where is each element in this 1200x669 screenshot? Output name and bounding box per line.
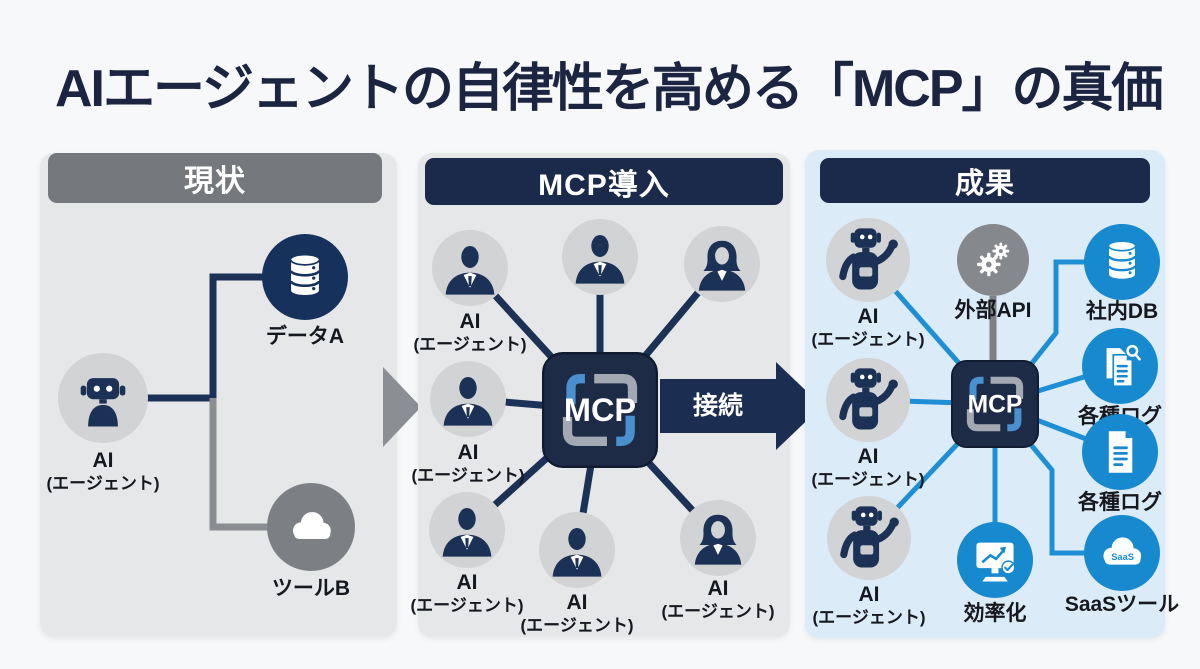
panel-header-results: 成果 xyxy=(820,158,1150,203)
agent-label: AI (エージェント) xyxy=(385,310,555,355)
person-man-icon xyxy=(438,501,496,559)
robot-wave-icon xyxy=(833,502,905,574)
agent-label: AI (エージェント) xyxy=(783,305,953,350)
current-connection-lines xyxy=(144,273,272,531)
agent-person-node xyxy=(432,230,508,306)
robot-wave-icon xyxy=(832,364,904,436)
connect-arrow-icon xyxy=(660,362,822,450)
database-icon xyxy=(276,248,334,306)
internal-db-label: 社内DB xyxy=(1085,300,1159,323)
agent-label-line1: AI xyxy=(456,571,478,594)
agent-label-line2: (エージェント) xyxy=(661,601,775,621)
logs-node xyxy=(1082,414,1158,490)
agent-label: AI (エージェント) xyxy=(784,583,954,628)
external-api-label: 外部API xyxy=(954,299,1032,322)
agent-label-line1: AI xyxy=(566,591,588,614)
agent-label: AI (エージェント) xyxy=(633,577,803,622)
agent-label: AI (エージェント) xyxy=(382,571,552,616)
agent-label-line2: (エージェント) xyxy=(410,595,524,615)
ai-agent-label-line1: AI xyxy=(92,449,114,472)
agent-person-node xyxy=(539,512,615,588)
logs-node xyxy=(1082,328,1158,404)
panel-header-results-label: 成果 xyxy=(954,167,1015,200)
gears-icon xyxy=(965,232,1021,288)
person-man-icon xyxy=(441,239,499,297)
panel-header-current-label: 現状 xyxy=(184,165,246,198)
ai-agent-node xyxy=(826,218,910,302)
saas-cloud-icon xyxy=(1093,524,1151,582)
arrow-right-icon xyxy=(383,367,421,447)
agent-person-node xyxy=(680,500,756,576)
agent-label-line1: AI xyxy=(457,441,479,464)
efficiency-node xyxy=(957,522,1033,598)
saas-tools-label: SaaSツール xyxy=(1064,593,1180,616)
panel-results: 成果 AI (エージェント) AI (エージェント) AI (エージェント) 外… xyxy=(805,150,1179,638)
agent-label-line1: AI xyxy=(857,305,879,328)
person-man-icon xyxy=(571,228,629,286)
tool-b-label: ツールB xyxy=(271,577,351,600)
panel-header-current: 現状 xyxy=(48,153,382,203)
internal-db-node xyxy=(1084,224,1160,300)
agent-person-node xyxy=(562,219,638,295)
person-man-icon xyxy=(548,521,606,579)
cloud-icon xyxy=(281,497,341,557)
agent-label: AI (エージェント) xyxy=(383,441,553,486)
agent-person-node xyxy=(684,226,760,302)
efficiency-label: 効率化 xyxy=(963,602,1027,625)
page-title: AIエージェントの自律性を高める「MCP」の真価 xyxy=(55,60,1164,118)
agent-label: AI (エージェント) xyxy=(492,591,662,636)
agent-person-node xyxy=(429,492,505,568)
ai-agent-node xyxy=(827,496,911,580)
document-search-icon xyxy=(1092,338,1148,394)
tool-b-node xyxy=(267,483,355,571)
person-woman-icon xyxy=(689,509,747,567)
saas-tools-node xyxy=(1084,515,1160,591)
person-man-icon xyxy=(439,370,497,428)
agent-label-line2: (エージェント) xyxy=(811,329,925,349)
connect-arrow: 接続 xyxy=(660,362,822,450)
ai-agent-node xyxy=(58,353,148,443)
agent-label-line1: AI xyxy=(707,577,729,600)
data-a-node xyxy=(262,234,348,320)
panel-header-mcp-intro-label: MCP導入 xyxy=(538,168,670,202)
agent-label-line2: (エージェント) xyxy=(411,465,525,485)
database-icon xyxy=(1095,235,1149,289)
robot-wave-icon xyxy=(832,224,904,296)
panel-header-mcp-intro: MCP導入 xyxy=(425,158,783,205)
agent-person-node xyxy=(430,361,506,437)
mcp-logo xyxy=(542,352,658,468)
panel-current: 現状 AI (エージェント) データA ツールB xyxy=(40,153,397,637)
data-a-label: データA xyxy=(265,325,345,348)
agent-label-line2: (エージェント) xyxy=(520,615,634,635)
person-woman-icon xyxy=(693,235,751,293)
agent-label-line2: (エージェント) xyxy=(812,607,926,627)
mcp-logo xyxy=(951,360,1039,448)
logs-label: 各種ログ xyxy=(1078,491,1162,514)
agent-label-line1: AI xyxy=(459,310,481,333)
ai-agent-node xyxy=(826,358,910,442)
monitor-chart-icon xyxy=(966,531,1024,589)
connect-arrow-label: 接続 xyxy=(693,391,743,420)
ai-agent-label-line2: (エージェント) xyxy=(46,473,160,493)
document-icon xyxy=(1092,424,1148,480)
agent-label-line1: AI xyxy=(858,583,880,606)
agent-label-line1: AI xyxy=(857,445,879,468)
external-api-node xyxy=(957,224,1029,296)
agent-label: AI (エージェント) xyxy=(783,445,953,490)
robot-icon xyxy=(72,367,134,429)
ai-agent-label: AI (エージェント) xyxy=(18,449,188,494)
agent-label-line2: (エージェント) xyxy=(413,334,527,354)
agent-label-line2: (エージェント) xyxy=(811,469,925,489)
